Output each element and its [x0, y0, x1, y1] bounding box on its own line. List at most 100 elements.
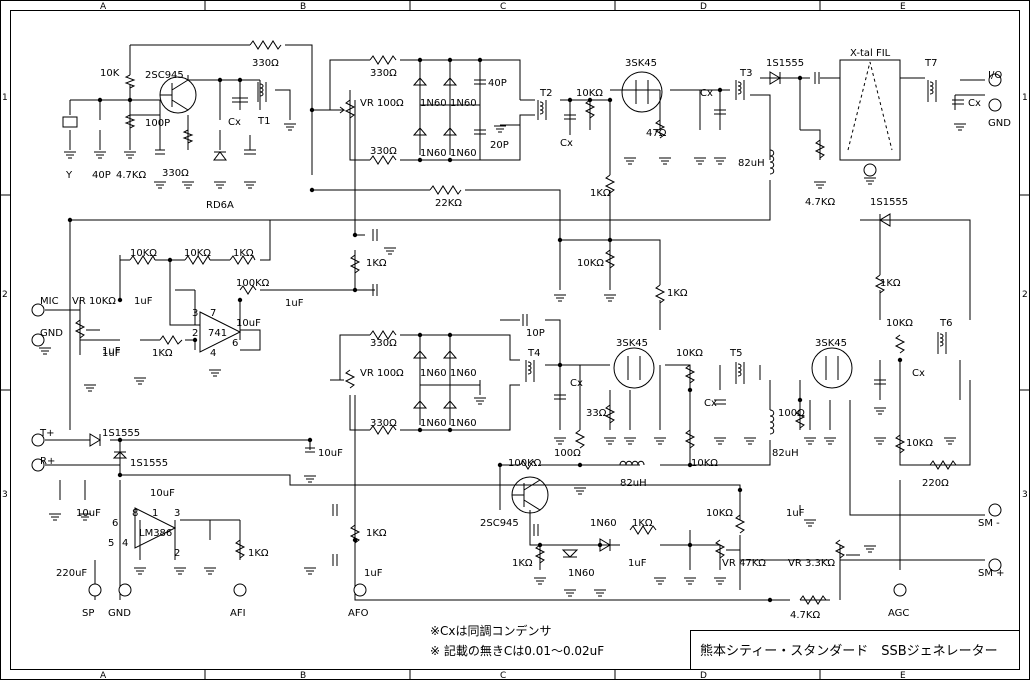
label-r330-b: 330Ω [370, 68, 397, 79]
label-c1u-d: 1uF [102, 348, 121, 359]
transformer-t5 [735, 362, 745, 384]
label-r1k-f: 1KΩ [880, 278, 901, 289]
resistor-330-top [249, 40, 282, 50]
label-vr10k: VR 10KΩ [72, 296, 116, 307]
label-c1u-e: 1uF [364, 568, 383, 579]
label-c40p-b: 40P [488, 78, 507, 89]
resistor-330-b [369, 55, 397, 65]
resistor-1k-g [874, 274, 886, 294]
label-pin6b: 6 [112, 518, 118, 529]
grid-col-e-bottom: E [900, 671, 906, 680]
vr10k [74, 319, 100, 339]
resistor-10k-d [129, 254, 156, 265]
resistor-330-c [369, 155, 397, 165]
grid-row-3-right: 3 [1022, 490, 1028, 500]
label-r1k-c: 1KΩ [366, 258, 387, 269]
label-r330-a: 330Ω [162, 168, 189, 179]
label-3sk45-a: 3SK45 [625, 58, 657, 69]
resistor-100k [239, 285, 257, 295]
resistor-10k-i [734, 514, 746, 534]
grid-col-b-top: B [300, 2, 306, 12]
cap-cx-g [874, 379, 886, 385]
wiring [45, 44, 985, 601]
transformer-t7 [927, 80, 937, 102]
label-d1n60-g: 1N60 [420, 418, 447, 429]
resistor-330-a [182, 129, 194, 144]
grid-col-d-bottom: D [700, 671, 707, 680]
cap-io [814, 72, 820, 84]
label-t5: T5 [729, 348, 742, 359]
transformer-t3 [735, 80, 745, 100]
resistor-10k [124, 74, 136, 89]
component-symbols [62, 40, 964, 605]
label-r33: 33Ω [586, 408, 607, 419]
resistor-10k-g [894, 334, 906, 354]
label-vr100-b: VR 100Ω [360, 368, 404, 379]
label-r10k-d: 10KΩ [130, 248, 157, 259]
label-c40p-a: 40P [92, 170, 111, 181]
cap-40p-b [474, 79, 486, 85]
label-c1u-g: 1uF [786, 508, 805, 519]
label-r100k-b: 100KΩ [508, 458, 542, 469]
label-cx-c: Cx [700, 88, 713, 99]
transformer-t4 [525, 360, 535, 382]
grid-row-1-left: 1 [2, 93, 8, 103]
label-r1k-k: 1KΩ [632, 518, 653, 529]
cap-100p [155, 149, 165, 155]
label-gnd-sp: GND [108, 608, 131, 619]
resistor-1k-b [654, 284, 666, 304]
diode-1n60-sm [561, 549, 579, 558]
label-l82u-c: 82uH [620, 478, 647, 489]
label-cx-f: Cx [704, 398, 717, 409]
vr100-b [330, 369, 356, 389]
resistor-47-a [654, 119, 666, 139]
label-pin6: 6 [232, 338, 238, 349]
label-t7: T7 [924, 58, 937, 69]
label-c220u: 220uF [56, 568, 87, 579]
label-cx-a: Cx [228, 117, 241, 128]
grid-row-2-left: 2 [2, 290, 8, 300]
label-agc: AGC [888, 608, 909, 619]
opamp-741 [199, 311, 242, 353]
label-r47k-b: 4.7KΩ [805, 197, 835, 208]
cap-cx-b [564, 114, 576, 120]
grid-col-e-top: E [900, 2, 906, 12]
resistor-100-a [574, 429, 586, 449]
diode-1s1555-c [89, 433, 101, 447]
label-c10u-a: 10uF [236, 318, 261, 329]
fet-3sk45-b [613, 347, 655, 389]
label-r10k-f: 10KΩ [676, 348, 703, 359]
cap-sig [372, 229, 378, 296]
title-block [690, 630, 1020, 670]
label-c100p: 100P [145, 118, 170, 129]
diode-1s1555-b [879, 213, 891, 227]
resistor-33 [604, 404, 616, 424]
grid-col-d-top: D [700, 2, 707, 12]
label-pin4: 4 [210, 348, 216, 359]
grid-col-b-bottom: B [300, 671, 306, 680]
label-pin2b: 2 [174, 548, 180, 559]
label-r220: 220Ω [922, 478, 949, 489]
grid-col-a-bottom: A [100, 671, 107, 680]
label-r1k-h: 1KΩ [248, 548, 269, 559]
label-r10k-c: 10KΩ [577, 258, 604, 269]
label-gnd-mic: GND [40, 328, 63, 339]
label-r1k-e: 1KΩ [152, 348, 173, 359]
note-cx: ※Cxは同調コンデンサ [430, 623, 552, 638]
label-pin3: 3 [192, 308, 198, 319]
inductor-82uh-c [619, 460, 645, 466]
label-r47-a: 47Ω [646, 128, 667, 139]
resistor-1k-c [349, 254, 361, 274]
label-c10u-b: 10uF [318, 448, 343, 459]
label-t1: T1 [257, 116, 270, 127]
label-pin2: 2 [192, 328, 198, 339]
label-sp: SP [82, 608, 94, 619]
label-cx-d: Cx [968, 98, 981, 109]
label-t3: T3 [739, 68, 752, 79]
label-vr3k3: VR 3.3KΩ [788, 558, 835, 569]
resistor-1k-h [234, 539, 246, 559]
label-r22k: 22KΩ [435, 198, 462, 209]
grid-row-3-left: 3 [2, 490, 8, 500]
resistor-1k-e [159, 335, 183, 345]
